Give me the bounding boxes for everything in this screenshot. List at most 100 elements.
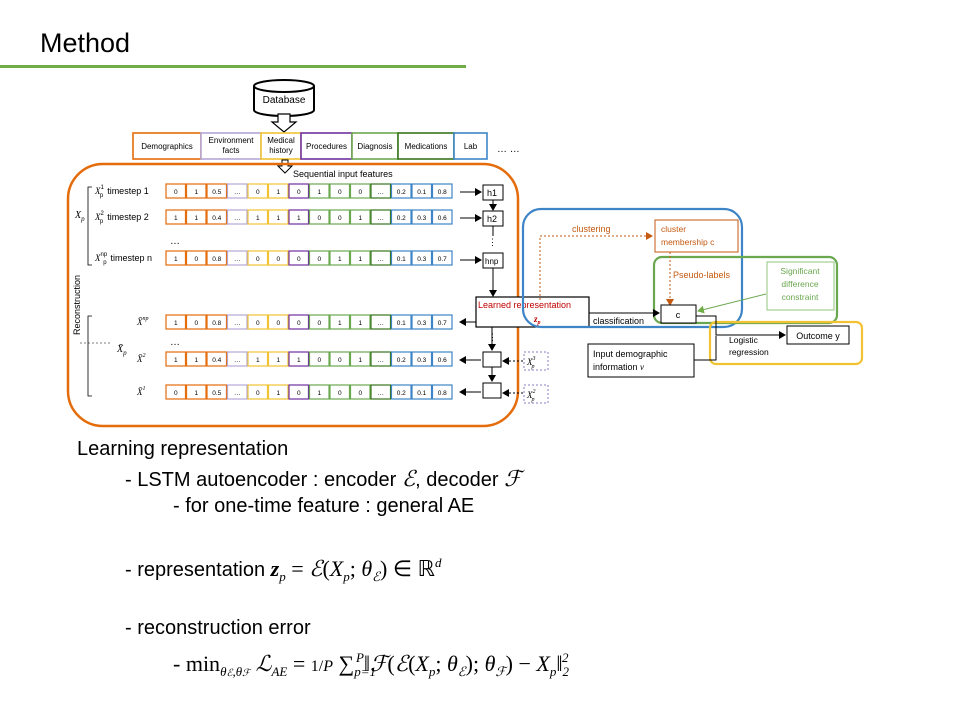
cell: 0 — [256, 189, 260, 196]
cell: 0 — [317, 357, 321, 364]
recon-label: X̄1 — [136, 386, 146, 397]
xbar-label: X̄p — [116, 344, 127, 357]
cell: 0.4 — [212, 357, 221, 364]
outcome-label: Outcome y — [796, 331, 840, 341]
cell: 0.2 — [397, 357, 406, 364]
cell: 1 — [194, 357, 198, 364]
cell: 0 — [174, 390, 178, 397]
cell: 0 — [297, 320, 301, 327]
svg-text:X3p: X3p — [526, 356, 536, 370]
cell: 0.8 — [212, 256, 221, 263]
cell: 0.7 — [438, 256, 447, 263]
cell: … — [234, 390, 241, 397]
cell: 1 — [317, 189, 321, 196]
down-arrow-icon — [270, 113, 298, 133]
recon-label: X̄np — [136, 316, 149, 327]
bullet-learning: Learning representation — [77, 438, 289, 460]
svg-text:…: … — [170, 236, 180, 247]
cell: 0.2 — [397, 189, 406, 196]
cluster-group — [521, 207, 744, 329]
demographic-line2: information v — [593, 362, 644, 372]
category-tab-4: Diagnosis — [351, 132, 399, 160]
cell: 1 — [174, 256, 178, 263]
category-label: history — [269, 146, 293, 155]
cell: 1 — [194, 189, 198, 196]
cell: 1 — [256, 357, 260, 364]
cell: 1 — [276, 357, 280, 364]
category-label: Medications — [405, 142, 448, 151]
cell: 1 — [174, 357, 178, 364]
category-label: Environment — [209, 136, 255, 145]
learned-representation-box — [475, 296, 590, 328]
cell: 1 — [276, 189, 280, 196]
svg-text:…: … — [170, 337, 180, 348]
pseudo-labels: Pseudo-labels — [673, 270, 731, 280]
c-label: c — [676, 310, 681, 320]
sequential-label: Sequential input features — [293, 169, 393, 179]
cell: 0.1 — [397, 256, 406, 263]
h2-label: h2 — [487, 214, 497, 224]
cell: 0 — [338, 189, 342, 196]
bullet-recon-error: - reconstruction error — [125, 617, 311, 639]
cell: 1 — [358, 256, 362, 263]
cell: 0 — [256, 256, 260, 263]
xp-label: Xp — [74, 210, 85, 223]
cell: … — [234, 215, 241, 222]
cell: 1 — [174, 215, 178, 222]
cell: 1 — [338, 256, 342, 263]
cell: 0.3 — [417, 256, 426, 263]
category-label: Medical — [267, 136, 295, 145]
cell: 0 — [358, 390, 362, 397]
cell: 1 — [276, 390, 280, 397]
svg-text:constraint: constraint — [782, 292, 819, 302]
category-label: facts — [223, 146, 240, 155]
cell: 1 — [317, 390, 321, 397]
cell: … — [378, 320, 385, 327]
cell: 1 — [297, 357, 301, 364]
cell: 0.3 — [417, 215, 426, 222]
cell: … — [378, 256, 385, 263]
cell: … — [378, 189, 385, 196]
logistic-line2: regression — [729, 347, 769, 357]
cell: 0.3 — [417, 357, 426, 364]
cluster-membership-box — [654, 219, 739, 253]
hnp-label: hnp — [485, 257, 499, 266]
svg-text:⋮: ⋮ — [488, 332, 497, 342]
category-label: Procedures — [306, 142, 347, 151]
category-label: Demographics — [141, 142, 193, 151]
cell: 1 — [297, 215, 301, 222]
cluster-membership-line1: cluster — [661, 224, 686, 234]
demographic-line1: Input demographic — [593, 349, 668, 359]
cell: 1 — [338, 320, 342, 327]
svg-text:⋮: ⋮ — [488, 237, 497, 247]
cell: 0 — [297, 390, 301, 397]
cell: 0.1 — [397, 320, 406, 327]
cell: 0 — [256, 390, 260, 397]
category-ellipsis: … … — [497, 144, 520, 155]
cell: 0 — [317, 256, 321, 263]
category-label: Diagnosis — [357, 142, 392, 151]
cell: 0.5 — [212, 189, 221, 196]
cell: 0 — [256, 320, 260, 327]
database-label: Database — [263, 95, 306, 106]
bullet-min-formula: - minθℰ,θℱ ℒAE = 1/P ∑p=1P‖ℱ(ℰ(Xp; θℰ); … — [173, 650, 570, 679]
cell: 0 — [338, 357, 342, 364]
cell: 1 — [358, 320, 362, 327]
recon-label: X̄2 — [136, 353, 146, 364]
cell: 0.8 — [438, 390, 447, 397]
autoencoder-box — [66, 162, 520, 428]
category-tab-0: Demographics — [132, 132, 202, 160]
category-tab-3: Procedures — [300, 132, 353, 160]
cell: 0 — [338, 215, 342, 222]
cell: 0.1 — [417, 189, 426, 196]
